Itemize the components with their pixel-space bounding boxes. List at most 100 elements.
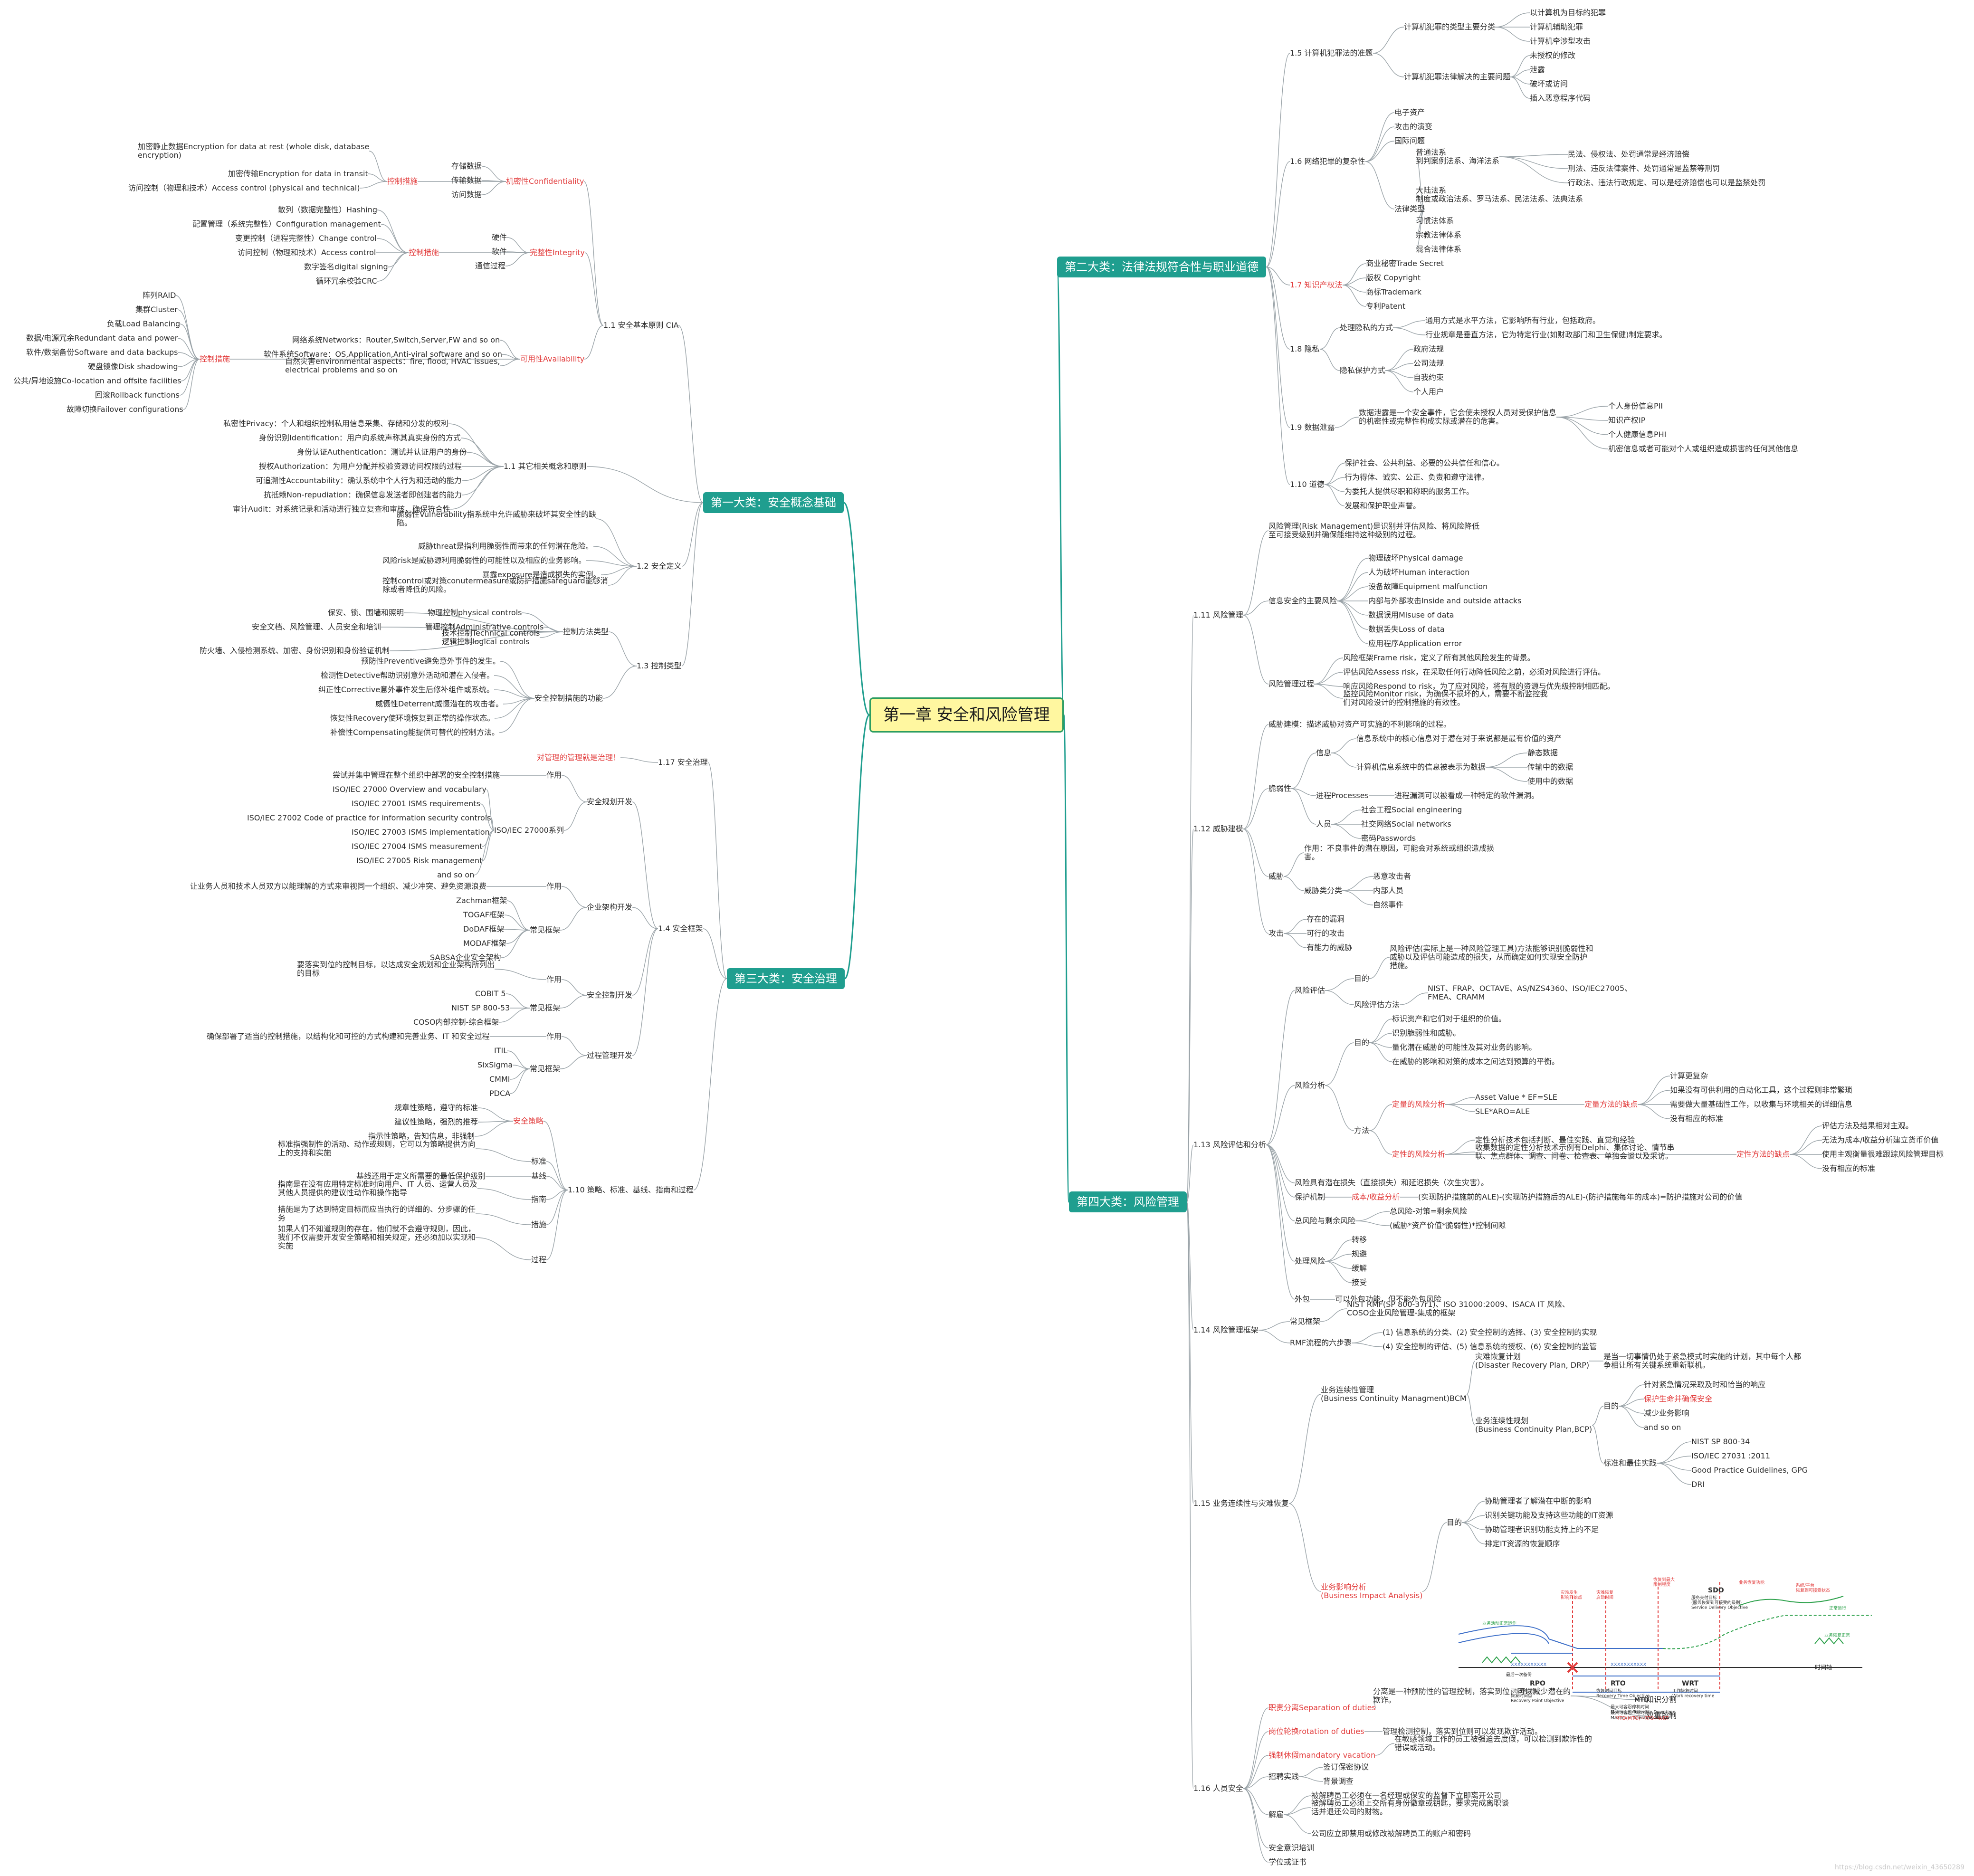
topic-node: 针对紧急情况采取及时和恰当的响应	[1644, 1380, 1766, 1389]
topic-node: 业务影响分析(Business Impact Analysis)	[1321, 1582, 1423, 1600]
topic-node: 协助管理者识别功能支持上的不足	[1485, 1525, 1599, 1534]
topic-node: 网络系统Networks：Router,Switch,Server,FW and…	[292, 335, 500, 344]
connector	[481, 181, 506, 195]
topic-node: 计算更复杂	[1670, 1071, 1708, 1080]
topic-node: 签订保密协议	[1323, 1762, 1369, 1771]
connector	[1637, 1104, 1670, 1119]
topic-node: 规章性策略，遵守的标准	[394, 1103, 478, 1112]
connector	[1656, 1463, 1692, 1485]
topic-node: 风险分析	[1295, 1081, 1326, 1090]
topic-node: 有能力的威胁	[1306, 943, 1353, 952]
topic-node: 1.5 计算机犯罪法的准题	[1290, 48, 1373, 57]
topic-node: 加密静止数据Encryption for data at rest (whole…	[138, 142, 370, 160]
connector	[1283, 876, 1305, 891]
normal-run-text: 正常运行	[1829, 1605, 1846, 1611]
topic-node: 为委托人提供尽职和称职的服务工作。	[1345, 487, 1474, 496]
topic-node: 检测性Detective帮助识别意外活动和潜在入侵者。	[321, 671, 495, 680]
connector	[1510, 55, 1530, 77]
topic-node: 数字签名digital signing	[304, 262, 388, 271]
topic-node: 背景调查	[1323, 1777, 1354, 1786]
connector	[1373, 27, 1404, 54]
connector	[1243, 828, 1269, 934]
topic-node: 1.14 风险管理框架	[1193, 1325, 1259, 1334]
topic-node: 刑法、违反法律案件、处罚通常是监禁等刑罚	[1568, 164, 1720, 173]
topic-node: 版权 Copyright	[1366, 273, 1421, 282]
topic-node: 循环冗余校验CRC	[316, 276, 377, 286]
topic-node: 控制方法类型	[563, 627, 609, 636]
topic-node: 访问数据	[451, 190, 482, 199]
topic-node: 没有相应的标准	[1670, 1114, 1724, 1123]
connector	[1325, 990, 1354, 1005]
topic-node: 减少业务影响	[1644, 1409, 1690, 1418]
connector	[1186, 1201, 1194, 1331]
connector	[1331, 738, 1357, 753]
connector	[1336, 600, 1369, 616]
normal-business-text: 业务活动正常运作	[1482, 1620, 1516, 1626]
connector	[1415, 209, 1425, 250]
timeline-label: 时间轴	[1815, 1664, 1832, 1671]
topic-node: 需要做大量基础性工作，以收集与环境相关的详细信息	[1670, 1100, 1853, 1109]
connector	[543, 627, 563, 632]
connector	[510, 1068, 530, 1080]
topic-node: 排定IT资源的恢复顺序	[1485, 1539, 1560, 1548]
connector	[498, 1008, 530, 1023]
topic-node: NIST RMF(SP 800-37r1)、ISO 31000:2009、ISA…	[1347, 1300, 1570, 1317]
topic-node: 企业架构开发	[587, 903, 633, 912]
connector	[1637, 1090, 1670, 1105]
topic-node: 进程漏洞可以被看成一种特定的软件漏洞。	[1394, 791, 1539, 800]
connector	[1445, 1152, 1476, 1155]
topic-node: 过程管理开发	[587, 1051, 633, 1060]
connector	[1325, 1254, 1352, 1262]
sdo-label: SDO	[1708, 1587, 1724, 1594]
connector	[388, 252, 409, 267]
topic-node: 计算机犯罪法律解决的主要问题	[1404, 72, 1511, 81]
connector	[381, 627, 563, 632]
connector	[500, 359, 521, 366]
topic-node: 授权Authorization：为用户分配并校验资源访问权限的过程	[259, 462, 462, 471]
connector	[561, 979, 587, 996]
connector	[1186, 1201, 1194, 1789]
connector	[1283, 852, 1305, 877]
topic-node: 习惯法体系	[1416, 216, 1454, 225]
topic-node: 政府法规	[1413, 344, 1444, 353]
connector	[491, 818, 495, 831]
topic-node: 1.4 安全框架	[658, 924, 703, 933]
connector	[844, 714, 870, 980]
topic-node: 个人用户	[1413, 387, 1444, 396]
connector	[1314, 672, 1344, 685]
topic-node: 数据丢失Loss of data	[1368, 625, 1445, 634]
connector	[1186, 828, 1194, 1202]
connector	[1258, 1330, 1290, 1343]
connector	[1466, 1394, 1476, 1426]
topic-node: 如果人们不知道规则的存在，他们就不会遵守规则，因此，我们不仅需要开发安全策略和相…	[278, 1224, 476, 1250]
connector	[543, 1121, 568, 1190]
mtd-label: MTD	[1634, 1696, 1649, 1703]
topic-node: DRI	[1691, 1480, 1705, 1489]
topic-node: 控制措施	[200, 354, 230, 363]
connector	[1385, 349, 1414, 371]
topic-node: 作用	[546, 975, 562, 984]
connector	[1266, 1085, 1295, 1145]
topic-node: 1.8 隐私	[1290, 344, 1320, 353]
connector	[1336, 572, 1369, 601]
topic-node: 基线还用于定义所需要的最低保护级别	[356, 1171, 486, 1181]
topic-node: Zachman框架	[456, 896, 507, 905]
connector	[1243, 1788, 1269, 1815]
topic-node: 1.6 网络犯罪的复杂性	[1290, 157, 1365, 166]
connector	[1266, 1144, 1295, 1300]
connector	[1186, 1201, 1194, 1504]
topic-node: 作用	[546, 882, 562, 891]
connector	[477, 1188, 532, 1200]
topic-node: 威胁threat是指利用脆弱性而带来的任何潜在危险。	[418, 542, 593, 551]
connector	[1510, 69, 1530, 77]
topic-node: Good Practice Guidelines, GPG	[1691, 1466, 1808, 1475]
connector	[602, 666, 637, 699]
topic-node: 商标Trademark	[1366, 287, 1422, 296]
topic-node: 1.15 业务连续性与灾难恢复	[1193, 1499, 1289, 1508]
connector	[1415, 194, 1425, 210]
topic-node: 控制措施	[387, 177, 418, 186]
connector	[1331, 824, 1362, 839]
topic-node: 阵列RAID	[143, 291, 176, 300]
topic-node: 回滚Rollback functions	[95, 390, 180, 400]
topic-node: 规避	[1352, 1249, 1367, 1258]
